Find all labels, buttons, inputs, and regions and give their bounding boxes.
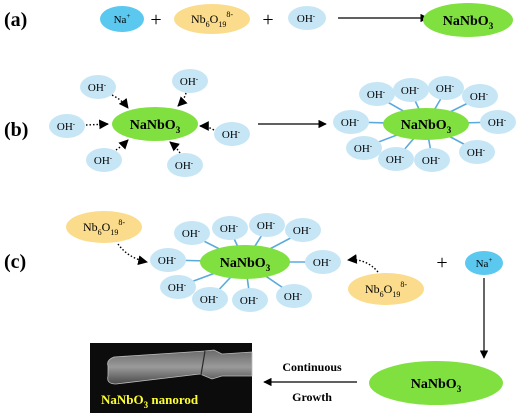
- svg-text:OH-: OH-: [293, 224, 312, 237]
- svg-text:OH-: OH-: [367, 88, 386, 101]
- svg-text:OH-: OH-: [354, 142, 373, 155]
- product-nanbo3-final: NaNbO3: [369, 361, 503, 405]
- growth-label-bottom: Growth: [292, 390, 332, 404]
- svg-text:OH-: OH-: [220, 222, 239, 235]
- svg-text:NaNbO3: NaNbO3: [220, 256, 271, 273]
- svg-text:Na+: Na+: [476, 256, 493, 270]
- plus-sign-c: +: [436, 252, 447, 274]
- svg-text:OH-: OH-: [175, 159, 194, 172]
- svg-text:OH-: OH-: [488, 116, 507, 129]
- na-ion-c: Na+: [465, 251, 503, 275]
- svg-text:OH-: OH-: [284, 290, 303, 303]
- product-nanbo3-b-center: NaNbO3: [112, 107, 198, 141]
- hydroxide-a: OH-: [288, 6, 326, 30]
- na-ion-a: Na+: [100, 6, 144, 32]
- product-nanbo3-a: NaNbO3: [423, 3, 513, 37]
- plus-sign-a2: +: [262, 9, 273, 31]
- svg-text:NaNbO3: NaNbO3: [130, 118, 181, 135]
- svg-text:OH-: OH-: [200, 293, 219, 306]
- niobate-cluster-a: Nb6O198-: [174, 4, 250, 34]
- product-nanbo3-c-coated: NaNbO3: [200, 245, 290, 279]
- svg-text:OH-: OH-: [436, 82, 455, 95]
- plus-sign-a1: +: [150, 9, 161, 31]
- svg-text:OH-: OH-: [422, 154, 441, 167]
- svg-text:OH-: OH-: [222, 128, 241, 141]
- svg-text:OH-: OH-: [467, 146, 486, 159]
- product-nanbo3-b-coated: NaNbO3: [383, 108, 469, 140]
- svg-text:NaNbO3: NaNbO3: [411, 377, 462, 394]
- svg-text:OH-: OH-: [94, 154, 113, 167]
- svg-text:OH-: OH-: [180, 75, 199, 88]
- svg-text:OH-: OH-: [386, 153, 405, 166]
- svg-text:OH-: OH-: [158, 254, 177, 267]
- svg-text:Na+: Na+: [114, 12, 131, 26]
- svg-text:OH-: OH-: [57, 120, 76, 133]
- svg-text:OH-: OH-: [401, 84, 420, 97]
- svg-text:NaNbO3: NaNbO3: [401, 118, 452, 135]
- svg-text:OH-: OH-: [240, 294, 259, 307]
- growth-label-top: Continuous: [282, 360, 342, 374]
- svg-text:OH-: OH-: [470, 90, 489, 103]
- svg-text:NaNbO3: NaNbO3: [443, 14, 494, 31]
- svg-text:OH-: OH-: [297, 12, 316, 25]
- panel-label-a: (a): [4, 9, 27, 31]
- svg-text:OH-: OH-: [341, 116, 360, 129]
- svg-text:OH-: OH-: [313, 256, 332, 269]
- panel-label-b: (b): [4, 119, 28, 141]
- approaching-hydroxides-b: OH- OH- OH- OH- OH- OH-: [49, 69, 250, 177]
- svg-text:OH-: OH-: [182, 227, 201, 240]
- niobate-cluster-c-right: Nb6O198-: [347, 254, 424, 305]
- svg-text:OH-: OH-: [168, 281, 187, 294]
- nanorod-micrograph: NaNbO3 nanorod: [90, 343, 253, 413]
- panel-label-c: (c): [4, 251, 26, 273]
- svg-text:OH-: OH-: [88, 81, 107, 94]
- svg-text:NaNbO3 nanorod: NaNbO3 nanorod: [101, 392, 199, 410]
- svg-text:OH-: OH-: [257, 219, 276, 232]
- niobate-cluster-c-left: Nb6O198-: [66, 211, 148, 265]
